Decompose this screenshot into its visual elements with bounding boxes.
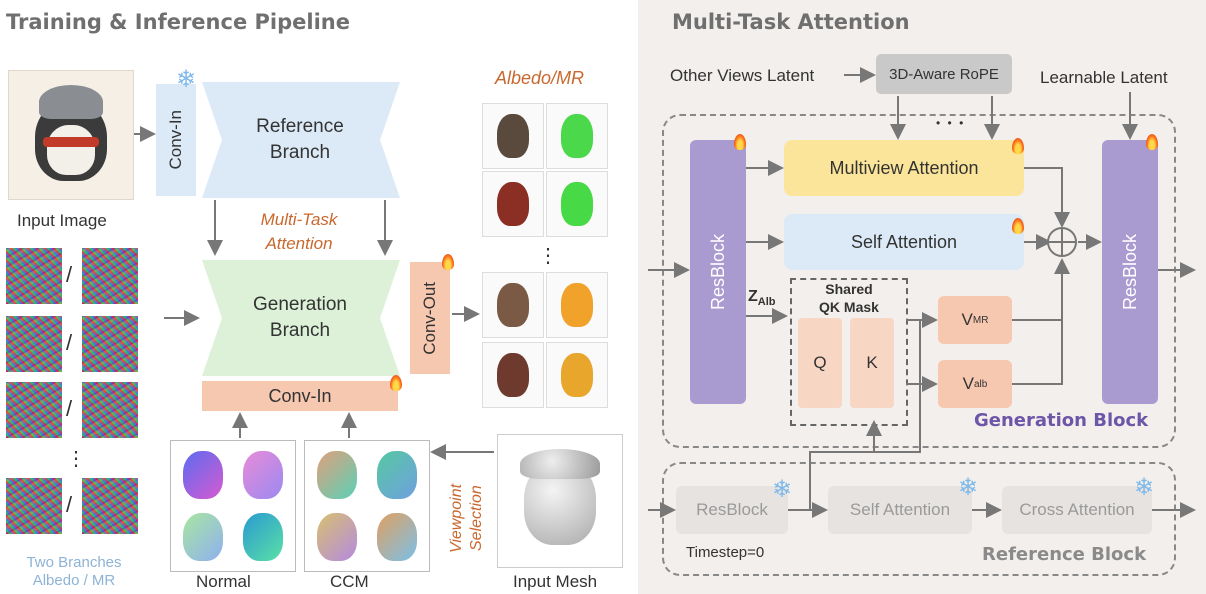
multi-task-attention-label: Multi-Task Attention bbox=[260, 210, 338, 253]
right-panel: Multi-Task Attention Other Views Latent … bbox=[638, 0, 1206, 594]
resblock-left: ResBlock bbox=[690, 140, 746, 404]
fire-icon bbox=[1146, 134, 1158, 150]
albedo-mr-label: Albedo/MR bbox=[495, 68, 585, 88]
right-title: Multi-Task Attention bbox=[672, 10, 910, 34]
snowflake-icon: ❄ bbox=[772, 476, 793, 503]
generation-branch-shape bbox=[202, 260, 400, 376]
conv-in-bottom: Conv-In bbox=[202, 381, 398, 411]
k-box: K bbox=[850, 318, 894, 408]
left-panel: Training & Inference Pipeline Input Imag… bbox=[6, 10, 623, 591]
fire-icon bbox=[734, 134, 746, 150]
ccm-grid bbox=[304, 440, 430, 572]
left-title: Training & Inference Pipeline bbox=[6, 10, 350, 34]
generation-branch-label: Generation Branch bbox=[252, 294, 347, 341]
self-attention-box: Self Attention bbox=[784, 214, 1024, 270]
multiview-attention-box: Multiview Attention bbox=[784, 140, 1024, 196]
input-image-label: Input Image bbox=[17, 211, 107, 230]
albedo-ellipsis: ⋮ bbox=[538, 245, 558, 267]
snowflake-icon: ❄ bbox=[1134, 474, 1155, 501]
shared-qk-mask bbox=[790, 278, 908, 426]
input-mesh bbox=[497, 434, 623, 568]
ccm-label: CCM bbox=[330, 572, 369, 591]
two-branches-label: Two Branches Albedo / MR bbox=[26, 554, 122, 589]
normal-label: Normal bbox=[196, 572, 251, 591]
timestep-label: Timestep=0 bbox=[686, 544, 765, 561]
generation-block-label: Generation Block bbox=[974, 410, 1149, 431]
right-arrows bbox=[648, 67, 1196, 518]
reference-branch-label: Reference Branch bbox=[256, 116, 344, 163]
fire-icon bbox=[1012, 218, 1024, 234]
shared-qk-mask-label: Shared QK Mask bbox=[819, 281, 879, 315]
conv-out: Conv-Out bbox=[410, 262, 450, 374]
snowflake-icon: ❄ bbox=[176, 66, 197, 93]
q-box: Q bbox=[798, 318, 842, 408]
cross-attention-box: Cross Attention bbox=[1002, 486, 1152, 534]
fire-icon bbox=[390, 375, 402, 391]
input-mesh-label: Input Mesh bbox=[513, 572, 598, 591]
resblock-right: ResBlock bbox=[1102, 140, 1158, 404]
snowflake-icon: ❄ bbox=[958, 474, 979, 501]
rope-box: 3D-Aware RoPE bbox=[876, 54, 1012, 94]
reference-branch-shape bbox=[202, 82, 400, 198]
ref-resblock-box: ResBlock bbox=[676, 486, 788, 534]
dots: • • • bbox=[936, 116, 966, 130]
normal-grid bbox=[170, 440, 296, 572]
conv-in-top: Conv-In bbox=[156, 84, 196, 196]
z-alb-label: ZAlb bbox=[748, 288, 776, 309]
reference-block-label: Reference Block bbox=[982, 544, 1147, 565]
ref-self-attention-box: Self Attention bbox=[828, 486, 972, 534]
left-arrows bbox=[134, 126, 494, 460]
fire-icon bbox=[1012, 138, 1024, 154]
fire-icon bbox=[442, 254, 454, 270]
other-views-latent-label: Other Views Latent bbox=[670, 66, 815, 85]
reference-block-container bbox=[662, 462, 1176, 576]
learnable-latent-label: Learnable Latent bbox=[1040, 68, 1168, 87]
input-image bbox=[8, 70, 134, 200]
